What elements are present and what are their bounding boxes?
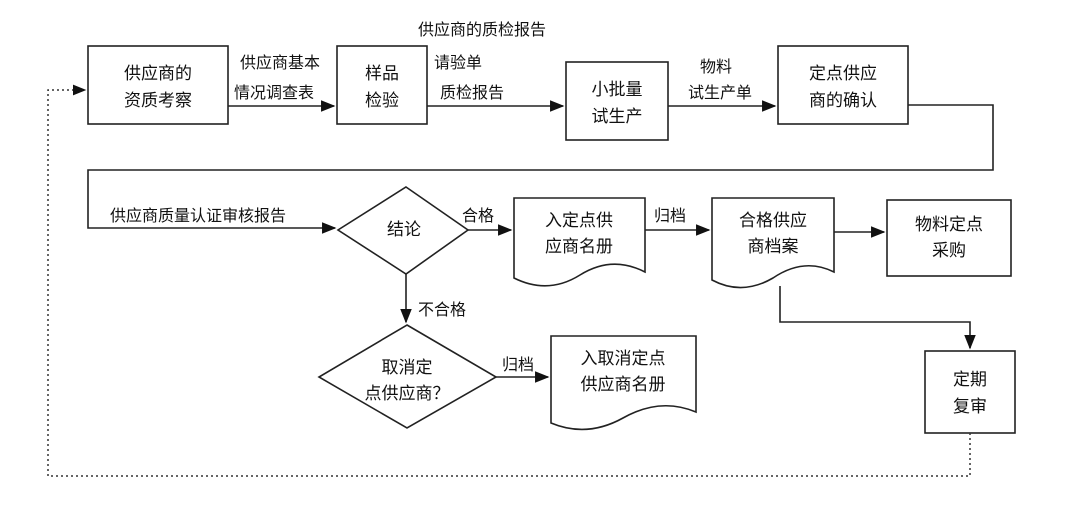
label-supplier-qc-report: 供应商的质检报告 [418,20,546,39]
conclusion-label: 结论 [387,220,421,240]
periodic-review-box [924,350,1016,434]
cancel-decision-line-2: 点供应商？ [365,384,450,404]
label-archive-2: 归档 [502,355,534,374]
qualification-box [87,45,229,125]
label-cert-audit-report: 供应商质量认证审核报告 [110,206,286,225]
designated-purchase-line-2: 采购 [932,241,966,261]
qualified-archive-line-2: 商档案 [748,237,799,257]
cancel-decision-diamond [317,324,498,429]
designated-register-line-2: 应商名册 [545,237,613,257]
label-pass: 合格 [462,206,494,225]
qualification-line-2: 资质考察 [124,91,192,111]
small-batch-line-2: 试生产 [592,107,643,127]
label-fail: 不合格 [418,300,466,319]
label-basic-survey-1: 供应商基本 [240,53,320,72]
cancel-register-document [550,335,697,431]
label-material-2: 试生产单 [688,83,752,102]
dotted-feedback-loop [47,84,971,477]
sample-inspection-line-1: 样品 [365,64,399,84]
label-basic-survey-2: 情况调查表 [234,83,314,102]
designated-register-line-1: 入定点供 [545,211,613,231]
small-batch-line-1: 小批量 [592,80,643,100]
confirm-point-line-1: 定点供应 [809,64,877,84]
label-material-1: 物料 [700,57,732,76]
label-request-form: 请验单 [434,53,482,72]
designated-purchase-line-1: 物料定点 [915,215,983,235]
qualified-archive-line-1: 合格供应 [739,211,807,231]
periodic-review-line-1: 定期 [953,370,987,390]
sample-inspection-box [336,45,428,125]
qualification-line-1: 供应商的 [124,64,192,84]
cancel-register-line-2: 供应商名册 [581,375,666,395]
periodic-review-line-2: 复审 [953,397,987,417]
cancel-decision-line-1: 取消定 [382,358,433,378]
confirm-point-box [777,45,909,125]
arrow-archive-to-review [779,286,976,350]
designated-register-document [513,197,646,287]
sample-inspection-line-2: 检验 [365,91,399,111]
label-qc-report: 质检报告 [440,83,504,102]
arrow-confirm-to-conclusion [87,104,994,234]
small-batch-box [565,61,669,141]
label-archive-1: 归档 [654,206,686,225]
confirm-point-line-2: 商的确认 [809,91,877,111]
designated-purchase-box [886,199,1012,277]
cancel-register-line-1: 入取消定点 [581,349,666,369]
qualified-archive-document [711,197,835,289]
